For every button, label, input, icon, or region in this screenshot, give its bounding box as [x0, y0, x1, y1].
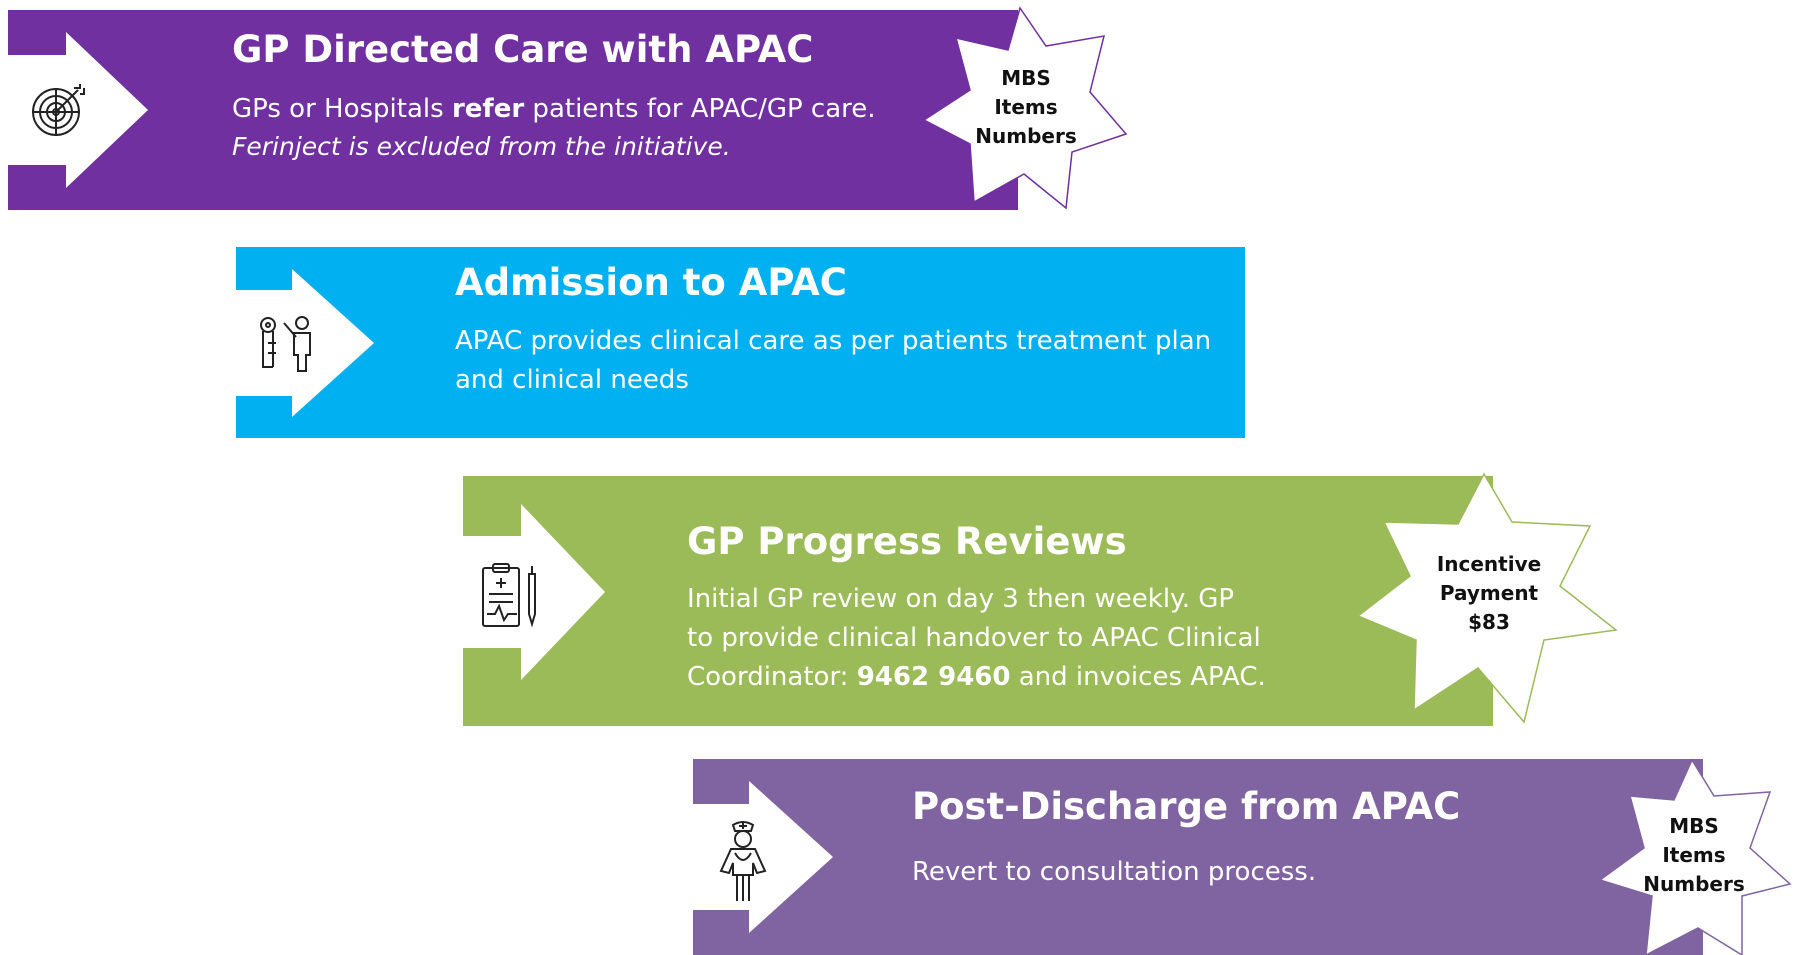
badge-line: MBS	[1669, 814, 1719, 838]
key-person-icon	[260, 316, 311, 372]
step-band-background	[463, 476, 1493, 726]
desc-bold: refer	[451, 94, 525, 124]
badge-line: Payment	[1439, 581, 1539, 605]
desc-bold: 9462 9460	[856, 662, 1011, 692]
medical-clipboard-icon	[482, 563, 536, 628]
desc-text: and invoices APAC.	[1010, 662, 1266, 692]
desc-text: Initial GP review on day 3 then weekly. …	[687, 584, 1261, 692]
step-description: APAC provides clinical care as per patie…	[455, 326, 1212, 395]
step-description: GPs or Hospitals refer patients for APAC…	[232, 90, 882, 129]
desc-text: GPs or Hospitals	[232, 94, 452, 124]
step-description: Revert to consultation process.	[912, 857, 1317, 887]
step-title: GP Directed Care with APAC	[232, 28, 814, 71]
desc-text: patients for APAC/GP care.	[524, 94, 876, 124]
step-description: Initial GP review on day 3 then weekly. …	[687, 580, 1267, 697]
step-band-background	[693, 759, 1703, 955]
badge-line: MBS	[1001, 66, 1051, 90]
badge-incentive-payment: Incentive Payment $83	[1354, 470, 1624, 728]
step-title: Post-Discharge from APAC	[912, 785, 1461, 828]
badge-line: Items	[994, 95, 1058, 119]
step-title: GP Progress Reviews	[687, 520, 1127, 563]
step-title: Admission to APAC	[455, 261, 847, 304]
step-gp-directed-care: GP Directed Care with APAC GPs or Hospit…	[8, 10, 1018, 210]
nurse-icon	[719, 821, 767, 901]
step-gp-progress-reviews: GP Progress Reviews Initial GP review on…	[463, 476, 1493, 726]
badge-line: Incentive	[1436, 552, 1542, 576]
badge-line: Numbers	[1643, 872, 1745, 896]
badge-mbs-items: MBS Items Numbers	[1594, 756, 1794, 955]
step-band-background	[236, 247, 1245, 438]
badge-line: Items	[1662, 843, 1726, 867]
step-admission: Admission to APAC APAC provides clinical…	[236, 247, 1245, 438]
step-note: Ferinject is excluded from the initiativ…	[232, 132, 731, 161]
badge-mbs-items: MBS Items Numbers	[916, 4, 1136, 212]
step-post-discharge: Post-Discharge from APAC Revert to consu…	[693, 759, 1703, 955]
target-icon	[32, 84, 85, 136]
badge-line: $83	[1468, 610, 1510, 634]
badge-line: Numbers	[975, 124, 1077, 148]
